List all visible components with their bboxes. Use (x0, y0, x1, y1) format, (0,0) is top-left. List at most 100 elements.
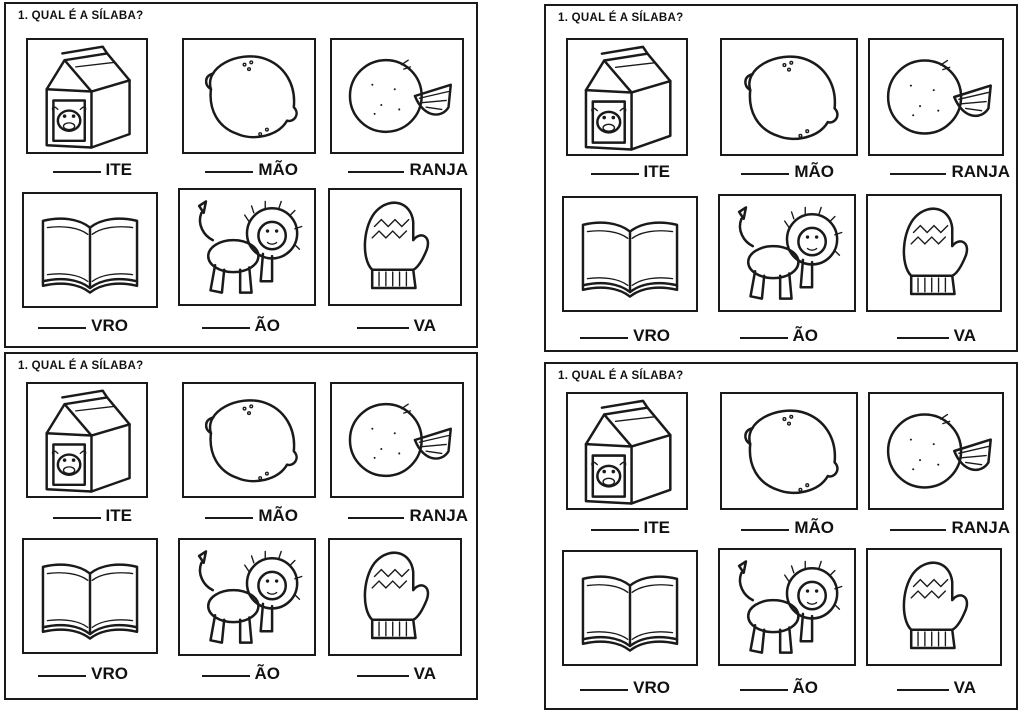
word-item-4: VRO (566, 678, 670, 698)
syllable-suffix: RANJA (951, 518, 1010, 537)
worksheet-card-3: 1. QUAL É A SÍLABA? ITE MÃO RANJA VRO ÃO… (544, 4, 1018, 352)
mitten-picture (328, 538, 462, 656)
syllable-suffix: VRO (91, 664, 128, 683)
word-item-6: VA (876, 326, 976, 346)
lemon-picture (720, 392, 858, 510)
syllable-suffix: RANJA (409, 160, 468, 179)
word-item-5: ÃO (190, 664, 280, 684)
answer-blank (348, 171, 405, 173)
syllable-suffix: VRO (633, 326, 670, 345)
answer-blank (38, 327, 87, 329)
answer-blank (201, 675, 250, 677)
lemon-picture (720, 38, 858, 156)
word-item-4: VRO (24, 316, 128, 336)
answer-blank (356, 327, 409, 329)
syllable-suffix: ÃO (254, 316, 281, 335)
worksheet-title: 1. QUAL É A SÍLABA? (18, 10, 144, 22)
answer-blank (890, 529, 947, 531)
syllable-suffix: VRO (91, 316, 128, 335)
orange-icon (332, 40, 462, 152)
lion-icon (720, 196, 854, 310)
milk-carton-icon (568, 394, 686, 508)
orange-picture (868, 38, 1004, 156)
syllable-suffix: VRO (633, 678, 670, 697)
word-item-3: RANJA (870, 162, 1010, 182)
syllable-suffix: VA (413, 664, 436, 683)
syllable-suffix: ITE (643, 162, 670, 181)
orange-icon (870, 40, 1002, 154)
word-item-1: ITE (574, 518, 670, 538)
lemon-picture (182, 382, 316, 498)
milk-carton-picture (566, 392, 688, 510)
mitten-icon (868, 550, 1000, 664)
worksheet-card-2: 1. QUAL É A SÍLABA? ITE MÃO RANJA VRO ÃO… (4, 352, 478, 700)
word-item-4: VRO (566, 326, 670, 346)
word-item-6: VA (336, 664, 436, 684)
answer-blank (590, 173, 639, 175)
answer-blank (38, 675, 87, 677)
orange-icon (870, 394, 1002, 508)
answer-blank (356, 675, 409, 677)
orange-icon (332, 384, 462, 496)
mitten-icon (330, 190, 460, 304)
lion-icon (720, 550, 854, 664)
word-item-5: ÃO (728, 326, 818, 346)
mitten-icon (868, 196, 1000, 310)
answer-blank (741, 529, 790, 531)
book-picture (562, 550, 698, 666)
answer-blank (741, 173, 790, 175)
syllable-suffix: VA (953, 678, 976, 697)
lion-icon (180, 190, 314, 304)
syllable-suffix: MÃO (794, 518, 834, 537)
orange-picture (868, 392, 1004, 510)
lion-picture (178, 538, 316, 656)
answer-blank (580, 689, 629, 691)
book-icon (564, 198, 696, 310)
syllable-suffix: RANJA (951, 162, 1010, 181)
lemon-icon (184, 40, 314, 152)
word-item-5: ÃO (728, 678, 818, 698)
syllable-suffix: RANJA (409, 506, 468, 525)
syllable-suffix: ITE (105, 160, 132, 179)
orange-picture (330, 382, 464, 498)
answer-blank (590, 529, 639, 531)
answer-blank (205, 171, 254, 173)
word-item-2: MÃO (722, 162, 834, 182)
word-item-2: MÃO (722, 518, 834, 538)
lemon-picture (182, 38, 316, 154)
answer-blank (348, 517, 405, 519)
mitten-icon (330, 540, 460, 654)
book-icon (24, 540, 156, 652)
word-item-6: VA (336, 316, 436, 336)
lion-icon (180, 540, 314, 654)
mitten-picture (866, 548, 1002, 666)
syllable-suffix: MÃO (258, 160, 298, 179)
orange-picture (330, 38, 464, 154)
word-item-3: RANJA (328, 506, 468, 526)
syllable-suffix: VA (413, 316, 436, 335)
word-item-1: ITE (36, 506, 132, 526)
book-picture (22, 538, 158, 654)
worksheet-card-4: 1. QUAL É A SÍLABA? ITE MÃO RANJA VRO ÃO… (544, 362, 1018, 710)
syllable-suffix: ÃO (792, 678, 819, 697)
answer-blank (201, 327, 250, 329)
syllable-suffix: MÃO (794, 162, 834, 181)
lion-picture (178, 188, 316, 306)
syllable-suffix: ÃO (254, 664, 281, 683)
word-item-1: ITE (574, 162, 670, 182)
answer-blank (739, 337, 788, 339)
mitten-picture (328, 188, 462, 306)
answer-blank (52, 171, 101, 173)
milk-carton-icon (568, 40, 686, 154)
answer-blank (580, 337, 629, 339)
word-item-4: VRO (24, 664, 128, 684)
milk-carton-icon (28, 40, 146, 152)
word-item-2: MÃO (186, 506, 298, 526)
lion-picture (718, 194, 856, 312)
word-item-6: VA (876, 678, 976, 698)
syllable-suffix: ITE (643, 518, 670, 537)
book-icon (564, 552, 696, 664)
lemon-icon (722, 394, 856, 508)
word-item-1: ITE (36, 160, 132, 180)
answer-blank (739, 689, 788, 691)
